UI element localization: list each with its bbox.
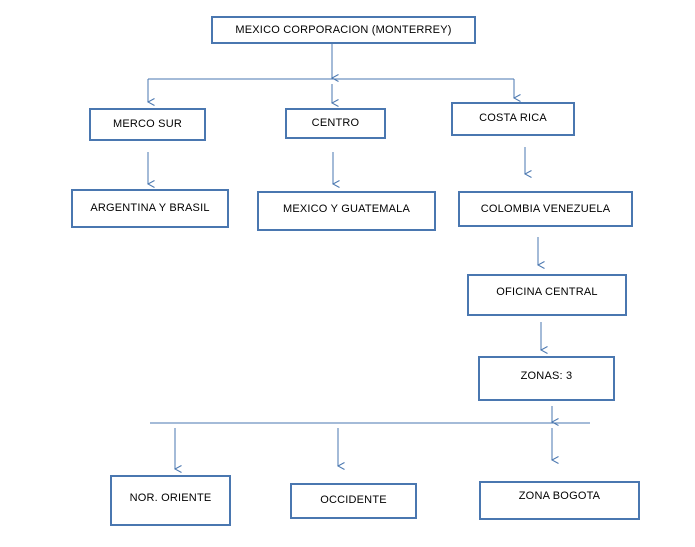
node-costa-rica: COSTA RICA <box>451 102 575 136</box>
node-zonas: ZONAS: 3 <box>478 356 615 401</box>
node-mexico-guatemala: MEXICO Y GUATEMALA <box>257 191 436 231</box>
node-zona-bogota: ZONA BOGOTA <box>479 481 640 520</box>
node-argentina-brasil: ARGENTINA Y BRASIL <box>71 189 229 228</box>
node-merco-sur: MERCO SUR <box>89 108 206 141</box>
node-root: MEXICO CORPORACION (MONTERREY) <box>211 16 476 44</box>
node-oficina-central: OFICINA CENTRAL <box>467 274 627 316</box>
node-occidente: OCCIDENTE <box>290 483 417 519</box>
node-centro: CENTRO <box>285 108 386 139</box>
node-nor-oriente: NOR. ORIENTE <box>110 475 231 526</box>
node-colombia-venezuela: COLOMBIA VENEZUELA <box>458 191 633 227</box>
